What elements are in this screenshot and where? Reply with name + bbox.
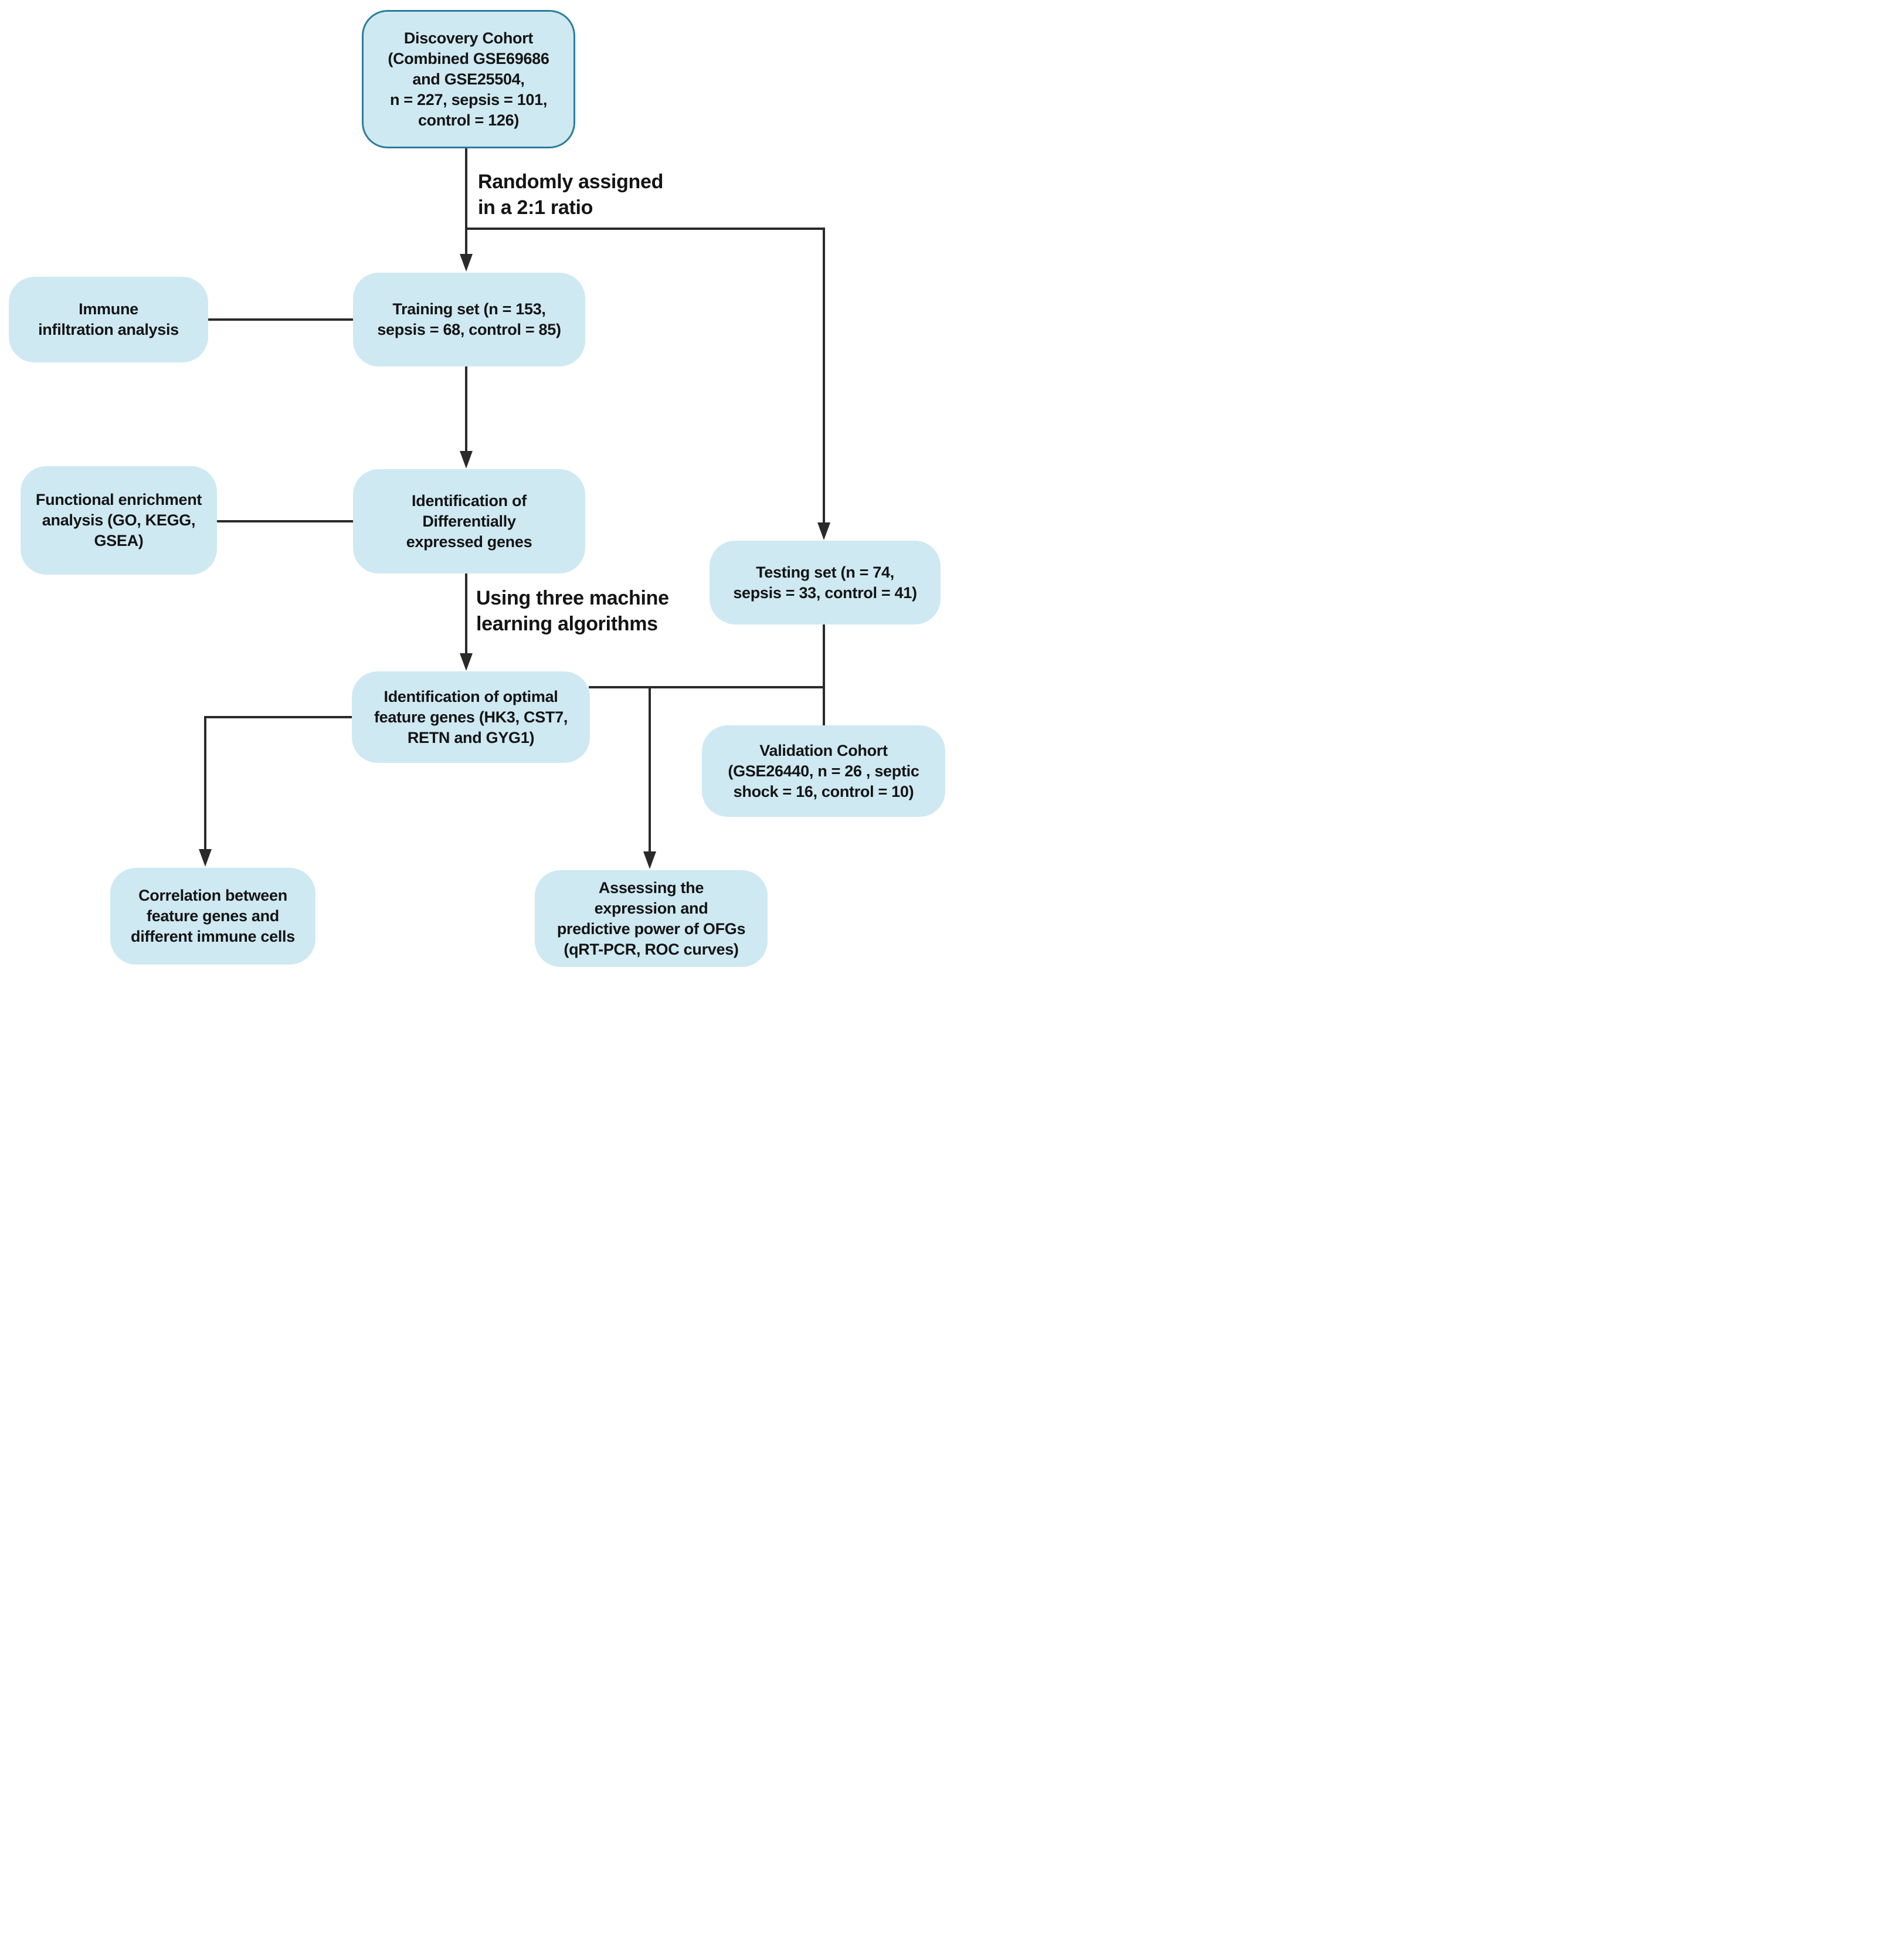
text-line: learning algorithms (476, 613, 658, 635)
text-line: in a 2:1 ratio (478, 196, 593, 219)
arrowhead-correlation (199, 849, 212, 867)
text-line: Identification of (412, 491, 527, 510)
node-deg-identification: Identification of Differentially express… (353, 469, 585, 573)
text-line: predictive power of OFGs (556, 919, 746, 938)
arrowhead-assessing (643, 851, 656, 869)
text-line: sepsis = 68, control = 85) (377, 321, 561, 338)
text-line: (qRT-PCR, ROC curves) (564, 940, 739, 958)
node-immune-infiltration: Immune infiltration analysis (9, 277, 208, 362)
text-line: sepsis = 33, control = 41) (733, 583, 917, 602)
text-line: Testing set (n = 74, (756, 563, 894, 581)
text-line: (GSE26440, n = 26 , septic (728, 762, 919, 780)
node-correlation-immune-cells: Correlation between feature genes and di… (110, 868, 315, 965)
label-random-assignment: Randomly assigned in a 2:1 ratio (478, 169, 663, 220)
text-line: control = 126) (418, 111, 520, 129)
node-training-set: Training set (n = 153, sepsis = 68, cont… (353, 273, 585, 366)
text-line: feature genes (HK3, CST7, (374, 708, 568, 726)
arrowhead-deg (460, 451, 473, 469)
text-line: expressed genes (406, 532, 532, 551)
node-assessing-ofgs: Assessing the expression and predictive … (535, 870, 768, 967)
label-ml-algorithms: Using three machine learning algorithms (476, 585, 669, 637)
text-line: Discovery Cohort (403, 29, 534, 47)
node-optimal-feature-genes: Identification of optimal feature genes … (352, 671, 590, 763)
node-functional-enrichment: Functional enrichment analysis (GO, KEGG… (21, 466, 217, 575)
flowchart-canvas: Discovery Cohort (Combined GSE69686 and … (0, 0, 952, 973)
text-line: analysis (GO, KEGG, (42, 511, 196, 529)
text-line: n = 227, sepsis = 101, (389, 90, 548, 108)
node-validation-cohort: Validation Cohort (GSE26440, n = 26 , se… (702, 725, 945, 817)
text-line: shock = 16, control = 10) (733, 782, 914, 800)
text-line: and GSE25504, (412, 70, 525, 88)
connector-lines (199, 148, 830, 869)
text-line: Identification of optimal (383, 687, 558, 705)
text-line: Functional enrichment (35, 491, 202, 508)
text-line: different immune cells (131, 928, 295, 945)
text-line: Assessing the (598, 878, 704, 897)
text-line: GSEA) (94, 532, 144, 549)
arrowhead-training (460, 254, 473, 271)
node-discovery-cohort: Discovery Cohort (Combined GSE69686 and … (362, 10, 575, 148)
text-line: Validation Cohort (759, 741, 888, 759)
arrowhead-optimal (460, 653, 473, 671)
text-line: Training set (n = 153, (392, 300, 546, 318)
text-line: Differentially (422, 512, 516, 530)
text-line: infiltration analysis (38, 321, 179, 338)
text-line: RETN and GYG1) (407, 728, 535, 746)
node-testing-set: Testing set (n = 74, sepsis = 33, contro… (710, 541, 941, 624)
text-line: expression and (594, 899, 708, 917)
text-line: Immune (79, 300, 138, 318)
text-line: Randomly assigned (478, 171, 664, 193)
text-line: Correlation between (138, 887, 287, 904)
text-line: Using three machine (476, 587, 669, 609)
arrowhead-testing (817, 522, 830, 540)
text-line: (Combined GSE69686 (388, 49, 549, 67)
text-line: feature genes and (147, 907, 279, 925)
